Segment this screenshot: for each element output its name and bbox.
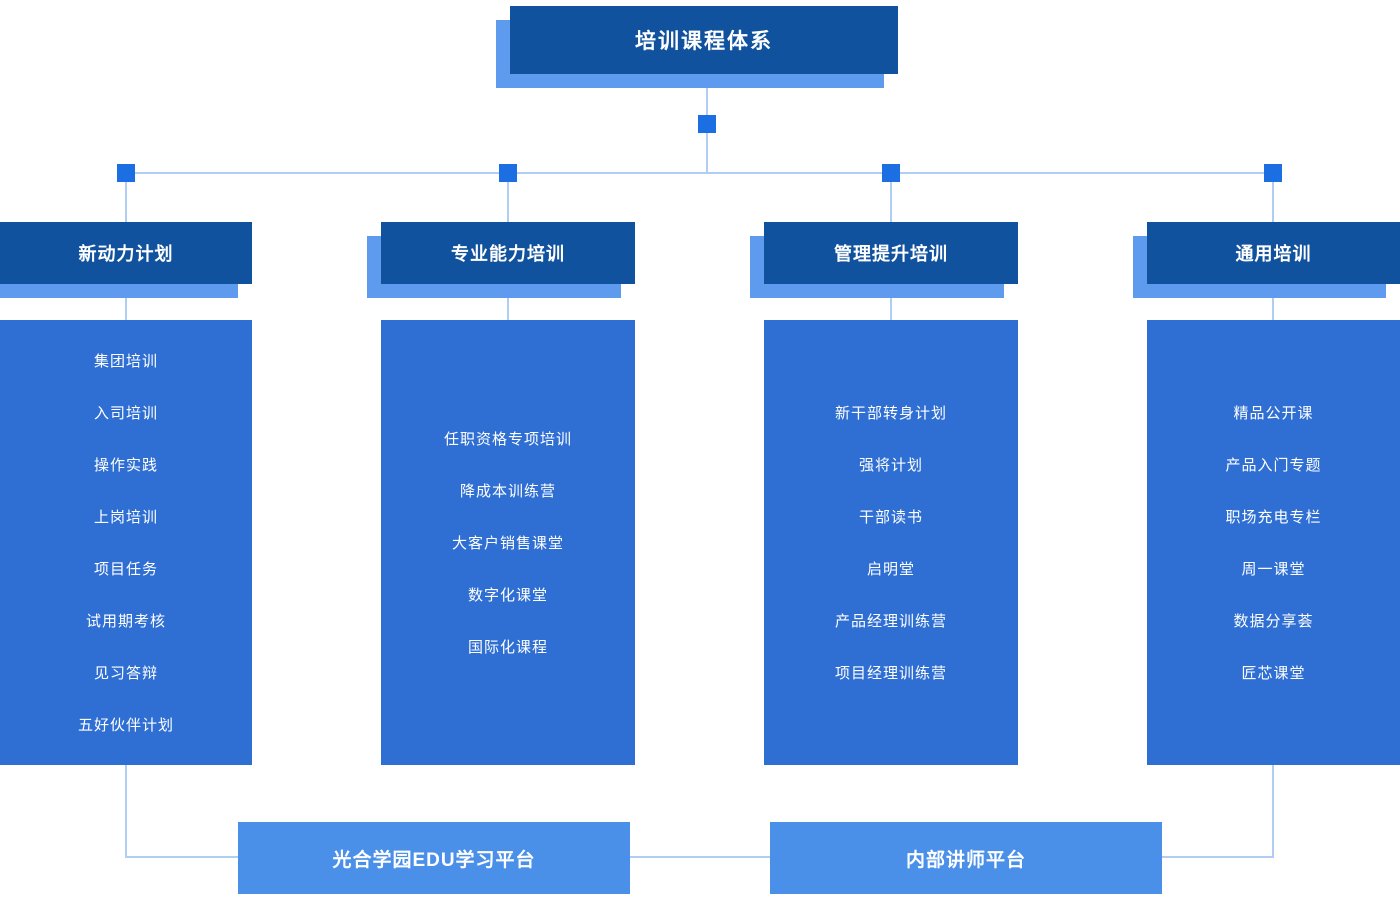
connector-line-col3-stub [890,174,892,222]
platform-edu: 光合学园EDU学习平台 [238,822,630,894]
connector-node-col3 [882,164,900,182]
course-item: 强将计划 [858,457,923,474]
course-item: 见习答辩 [93,665,158,682]
course-item: 上岗培训 [93,509,158,526]
connector-node-col2 [499,164,517,182]
connector-line-main-horizontal [125,172,1274,174]
connector-line-platforms [630,856,770,858]
course-item: 操作实践 [93,457,158,474]
diagram-title: 培训课程体系 [510,6,898,74]
connector-line-col2-stub [507,174,509,222]
connector-line-col2-header-body [507,284,509,320]
connector-node-title [698,115,716,133]
connector-line-col1-bottom-vertical [125,765,127,858]
connector-line-col3-header-body [890,284,892,320]
course-item: 周一课堂 [1241,561,1306,578]
column-4-body: 精品公开课 产品入门专题 职场充电专栏 周一课堂 数据分享荟 匠芯课堂 [1147,320,1400,765]
column-1-header: 新动力计划 [0,222,252,284]
course-item: 干部读书 [858,509,923,526]
course-item: 降成本训练营 [459,483,556,500]
connector-line-col4-stub [1272,174,1274,222]
course-item: 项目经理训练营 [834,665,947,682]
course-item: 数据分享荟 [1233,613,1314,630]
platform-internal-lecturer: 内部讲师平台 [770,822,1162,894]
course-item: 大客户销售课堂 [451,535,564,552]
course-item: 新干部转身计划 [834,405,947,422]
column-3-header: 管理提升培训 [764,222,1018,284]
course-item: 数字化课堂 [467,587,548,604]
course-item: 试用期考核 [85,613,166,630]
column-3-body: 新干部转身计划 强将计划 干部读书 启明堂 产品经理训练营 项目经理训练营 [764,320,1018,765]
connector-node-col1 [117,164,135,182]
connector-line-col4-bottom-horizontal [1162,856,1272,858]
course-item: 国际化课程 [467,639,548,656]
course-item: 产品经理训练营 [834,613,947,630]
column-2-header: 专业能力培训 [381,222,635,284]
column-4-header: 通用培训 [1147,222,1400,284]
connector-line-col1-stub [125,174,127,222]
course-item: 匠芯课堂 [1241,665,1306,682]
course-item: 入司培训 [93,405,158,422]
connector-line-col1-header-body [125,284,127,320]
course-item: 项目任务 [93,561,158,578]
course-item: 五好伙伴计划 [77,717,174,734]
connector-line-col4-header-body [1272,284,1274,320]
column-1-body: 集团培训 入司培训 操作实践 上岗培训 项目任务 试用期考核 见习答辩 五好伙伴… [0,320,252,765]
course-item: 精品公开课 [1233,405,1314,422]
course-item: 集团培训 [93,353,158,370]
course-item: 启明堂 [866,561,915,578]
connector-node-col4 [1264,164,1282,182]
course-item: 任职资格专项培训 [443,431,572,448]
column-2-body: 任职资格专项培训 降成本训练营 大客户销售课堂 数字化课堂 国际化课程 [381,320,635,765]
course-item: 职场充电专栏 [1225,509,1322,526]
connector-line-col4-bottom-vertical [1272,765,1274,858]
course-item: 产品入门专题 [1225,457,1322,474]
connector-line-col1-bottom-horizontal [125,856,238,858]
